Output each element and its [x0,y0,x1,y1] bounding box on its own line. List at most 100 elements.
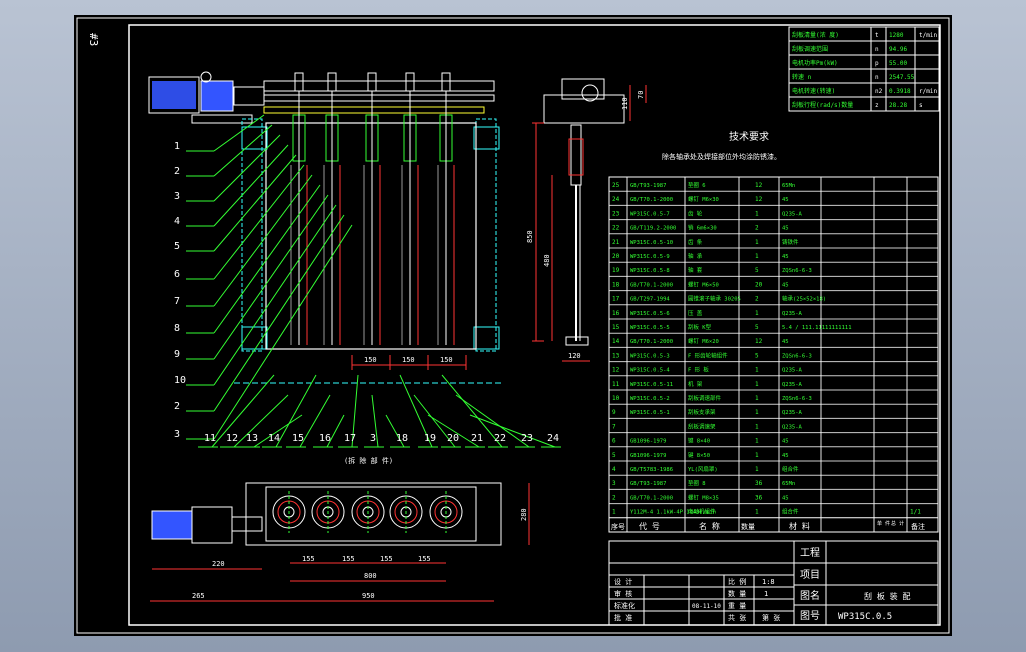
spec-symbol: t [875,32,879,39]
bom-name: 圆锥滚子轴承 30205 [688,295,741,303]
bom-qty: 20 [755,281,763,288]
balloon-left-3: 4 [174,216,180,227]
leader-line [326,414,345,448]
bom-no: 4 [612,466,616,473]
spec-symbol: n [875,46,879,53]
bom-qty: 12 [755,338,763,345]
leader-line [213,214,345,412]
bom-header-total: 总 计 [891,520,904,527]
balloon-bottom-13: 23 [521,433,533,444]
balloon-bottom-7: 3 [370,433,376,444]
bom-material: 45 [782,453,789,459]
bom-material: 组合件 [782,465,799,473]
plan-pitch-3: 155 [380,555,393,563]
side-inner-dim: 480 [543,254,551,267]
balloon-bottom-0: 11 [204,433,216,444]
bom-code: GB/T70.1-2000 [630,495,673,501]
front-pitch-3: 150 [440,356,453,364]
bom-name: 刮板调速部件 [688,394,722,402]
bom-no: 2 [612,494,616,501]
bom-header-material: 材 料 [789,521,810,531]
bom-qty: 5 [755,352,759,359]
bom-no: 10 [612,395,620,402]
leader-line [213,194,329,360]
balloon-bottom-4: 15 [292,433,304,444]
bom-qty: 5 [755,324,759,331]
bom-material: Q235-A [782,368,803,374]
tb-scale-label: 比 例 [728,577,746,586]
bom-no: 19 [612,267,620,274]
balloon-bottom-9: 19 [424,433,436,444]
tank-body [265,122,477,350]
balloon-bottom-11: 21 [471,433,483,444]
bom-material: 45 [782,339,789,345]
bom-code: WP315C.0.5-9 [630,254,670,260]
bom-no: 14 [612,338,620,345]
shaft-head [441,72,451,92]
leader-line [213,164,305,280]
bom-no: 18 [612,281,620,288]
bom-qty: 1 [755,367,759,374]
tb-name-label: 图名 [800,589,820,602]
left-post [241,118,263,352]
spec-value: 28.28 [889,102,907,109]
bom-material: 5.4 / 111.11111111111 [782,325,852,331]
front-pitch-dims: 150 150 150 [351,355,467,370]
bom-name: 齿 条 [688,238,703,246]
plan-right-dim: 280 [520,508,528,521]
bom-material: 45 [782,197,789,203]
bom-material: ZQSn6-6-3 [782,268,812,274]
bom-name: 机 架 [688,380,703,388]
leader-line [213,204,337,386]
bom-qty: 2 [755,225,759,232]
tb-count: 1 [764,590,768,598]
bom-header-single: 单 件 [877,520,890,527]
spec-value: 94.96 [889,46,907,53]
beam-3 [263,106,485,114]
bom-qty: 1 [755,253,759,260]
beam-2 [263,94,495,102]
bom-code: WP315C.0.5-10 [630,240,673,246]
drawing-sheet: #3 150 150 150 [74,15,952,636]
plan-motor-dim: 220 [212,560,225,568]
bom-material: ZQSn6-6-3 [782,353,812,359]
tb-date-val: 08-11-10 [692,603,721,610]
bom-material: 组合件 [782,508,799,516]
bom-header-name: 名 称 [699,521,720,531]
leader-lines [186,114,561,448]
plan-total-dim: 265 [192,592,205,600]
bom-qty: 1 [755,423,759,430]
bom-no: 6 [612,438,616,445]
leader-line [233,394,289,448]
inner-border [128,24,941,626]
bom-no: 16 [612,310,620,317]
bom-qty: 1 [755,509,759,516]
bom-material: Q235-A [782,424,803,430]
bom-name: 垫圈 6 [688,181,706,189]
plan-frame [245,482,502,546]
balloon-bottom-1: 12 [226,433,238,444]
bom-qty: 5 [755,267,759,274]
bom-no: 9 [612,409,616,416]
side-housing [561,78,605,100]
bom-code: WP315C.0.5-1 [630,410,670,416]
balloon-left-0: 1 [174,141,180,152]
top-beam [263,80,495,92]
tb-scale: 1:8 [762,578,775,586]
bom-qty: 12 [755,196,763,203]
side-shaft [570,124,582,186]
spec-label: 刮板调速范围 [792,45,828,53]
leader-line [211,374,275,448]
side-view: 850 480 110 70 120 [526,78,647,362]
tb-course: 工程 [800,547,820,559]
balloon-left-7: 8 [174,323,180,334]
bom-material: 铸铁件 [782,238,799,246]
side-h2-dim: 70 [637,91,645,99]
right-foot [473,326,500,350]
bom-no: 3 [612,480,616,487]
leader-line [213,124,273,177]
tb-sheet-of: 第 张 [762,613,780,622]
spec-unit: t/min [919,32,937,39]
bom-name: 螺钉 M6×20 [688,337,719,345]
